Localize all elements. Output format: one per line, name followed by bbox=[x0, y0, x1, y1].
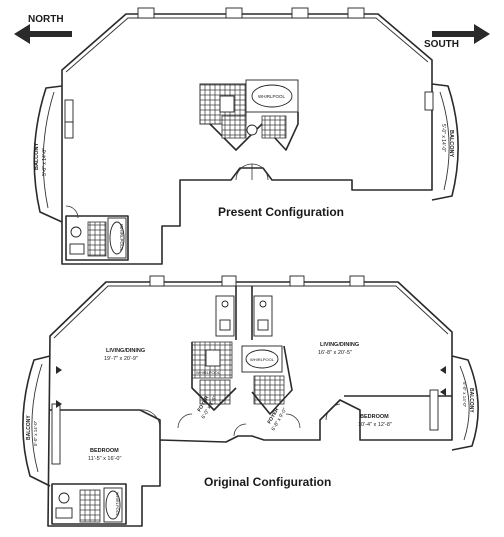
original-whirlpool-c-label: WHIRLPOOL bbox=[115, 492, 120, 517]
svg-text:BALCONY: BALCONY bbox=[448, 130, 454, 158]
present-left-balcony-text: BALCONY 5'-0" x 14'-0" bbox=[34, 142, 48, 176]
present-caption: Present Configuration bbox=[218, 205, 344, 219]
present-lower-bath bbox=[65, 215, 129, 261]
original-plan: WHIRLPOOL bbox=[22, 275, 479, 527]
original-right-balcony-text: BALCONY 5'-0" x 14'-0" bbox=[462, 382, 474, 413]
svg-text:5'-0" x 14'-0": 5'-0" x 14'-0" bbox=[462, 382, 467, 408]
original-left-balcony-text: BALCONY 5'-0" x 14'-0" bbox=[26, 415, 38, 446]
south-arrow: SOUTH bbox=[424, 24, 490, 50]
present-right-balcony-text: BALCONY 5'-0" x 14'-0" bbox=[440, 124, 454, 158]
svg-text:BEDROOM: BEDROOM bbox=[360, 414, 389, 420]
original-whirlpool-b-label: WHIRLPOOL bbox=[196, 370, 221, 375]
svg-text:BALCONY: BALCONY bbox=[34, 142, 40, 170]
original-whirlpool-a-label: WHIRLPOOL bbox=[250, 357, 275, 362]
svg-text:BALCONY: BALCONY bbox=[468, 388, 474, 413]
present-plan: WHIRLPOOL bbox=[33, 7, 459, 265]
south-label: SOUTH bbox=[424, 39, 459, 50]
present-left-balcony bbox=[33, 85, 63, 223]
north-label: NORTH bbox=[28, 14, 64, 25]
svg-text:10'-4" x 12'-8": 10'-4" x 12'-8" bbox=[358, 422, 392, 428]
original-right-balcony bbox=[451, 355, 479, 451]
original-outer-wall bbox=[47, 281, 453, 527]
svg-text:5'-0" x 14'-0": 5'-0" x 14'-0" bbox=[33, 420, 38, 446]
present-bath-core: WHIRLPOOL bbox=[199, 79, 299, 151]
present-whirlpool-label: WHIRLPOOL bbox=[258, 94, 286, 99]
svg-text:BALCONY: BALCONY bbox=[26, 415, 32, 440]
present-lower-whirlpool-label: WHIRLPOOL bbox=[119, 224, 124, 252]
svg-text:LIVING/DINING: LIVING/DINING bbox=[320, 342, 359, 348]
svg-text:BEDROOM: BEDROOM bbox=[90, 448, 119, 454]
svg-text:LIVING/DINING: LIVING/DINING bbox=[106, 348, 145, 354]
original-bedroom-left: BEDROOM 11'-5" x 16'-0" bbox=[88, 448, 121, 462]
original-bedroom-right: BEDROOM 10'-4" x 12'-8" bbox=[358, 414, 392, 428]
original-living-left: LIVING/DINING 19'-7" x 20'-9" bbox=[104, 348, 145, 362]
original-left-balcony bbox=[22, 355, 51, 487]
present-right-balcony bbox=[431, 83, 459, 201]
svg-text:19'-7" x 20'-9": 19'-7" x 20'-9" bbox=[104, 356, 138, 362]
svg-text:16'-8" x 20'-5": 16'-8" x 20'-5" bbox=[318, 350, 352, 356]
svg-text:5'-0" x 14'-0": 5'-0" x 14'-0" bbox=[440, 124, 446, 152]
svg-text:5'-0" x 14'-0": 5'-0" x 14'-0" bbox=[42, 148, 48, 176]
north-arrow: NORTH bbox=[14, 14, 72, 44]
svg-text:11'-5" x 16'-0": 11'-5" x 16'-0" bbox=[88, 456, 121, 462]
original-living-right: LIVING/DINING 16'-8" x 20'-5" bbox=[318, 342, 359, 356]
original-caption: Original Configuration bbox=[204, 475, 331, 489]
